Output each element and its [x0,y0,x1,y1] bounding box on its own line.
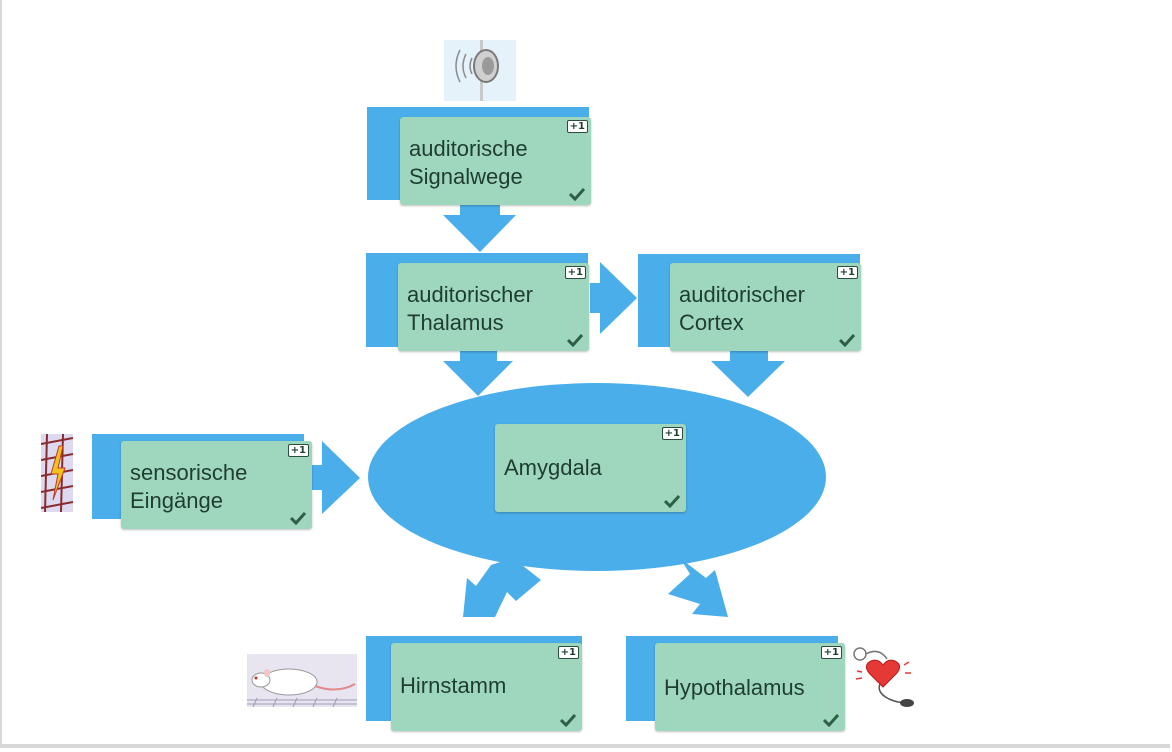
vote-badge[interactable]: +1 [557,646,579,659]
arrow-amygdala-to-hirnstamm [463,558,541,617]
arrow-thalamus-to-cortex [590,262,637,334]
node-label: sensorische Eingänge [130,460,248,513]
electric-grid-icon [41,434,73,512]
vote-badge[interactable]: +1 [836,266,858,279]
vote-badge[interactable]: +1 [566,120,588,133]
node-hypothalamus[interactable]: Hypothalamus +1 [655,643,845,731]
vote-badge[interactable]: +1 [820,646,842,659]
node-label: auditorische Signalwege [409,136,528,189]
rat-icon [247,654,357,707]
node-label: auditorischer Cortex [679,282,805,335]
node-auditorischer-cortex[interactable]: auditorischer Cortex +1 [670,263,861,351]
arrow-signal-to-thalamus [443,215,516,252]
node-sensorische-eingaenge[interactable]: sensorische Eingänge +1 [121,441,312,529]
check-icon[interactable] [569,187,585,201]
vote-badge[interactable]: +1 [287,444,309,457]
vote-badge[interactable]: +1 [564,266,586,279]
check-icon[interactable] [560,713,576,727]
node-hirnstamm[interactable]: Hirnstamm +1 [391,643,582,731]
speaker-icon [444,40,516,101]
arrow-amygdala-to-hypothalamus [668,558,728,617]
node-label: auditorischer Thalamus [407,282,533,335]
node-label: Hirnstamm [400,673,507,698]
arrow-thalamus-to-amygdala [443,350,513,396]
node-label: Hypothalamus [664,675,805,700]
arrow-sensor-to-amygdala [310,441,360,514]
node-label: Amygdala [504,455,602,480]
heart-monitor-icon [853,647,914,707]
node-auditorische-signalwege[interactable]: auditorische Signalwege +1 [400,117,591,205]
check-icon[interactable] [839,333,855,347]
check-icon[interactable] [664,494,680,508]
check-icon[interactable] [823,713,839,727]
node-amygdala[interactable]: Amygdala +1 [495,424,686,512]
check-icon[interactable] [567,333,583,347]
arrow-cortex-to-amygdala [711,350,785,397]
vote-badge[interactable]: +1 [661,427,683,440]
check-icon[interactable] [290,511,306,525]
node-auditorischer-thalamus[interactable]: auditorischer Thalamus +1 [398,263,589,351]
